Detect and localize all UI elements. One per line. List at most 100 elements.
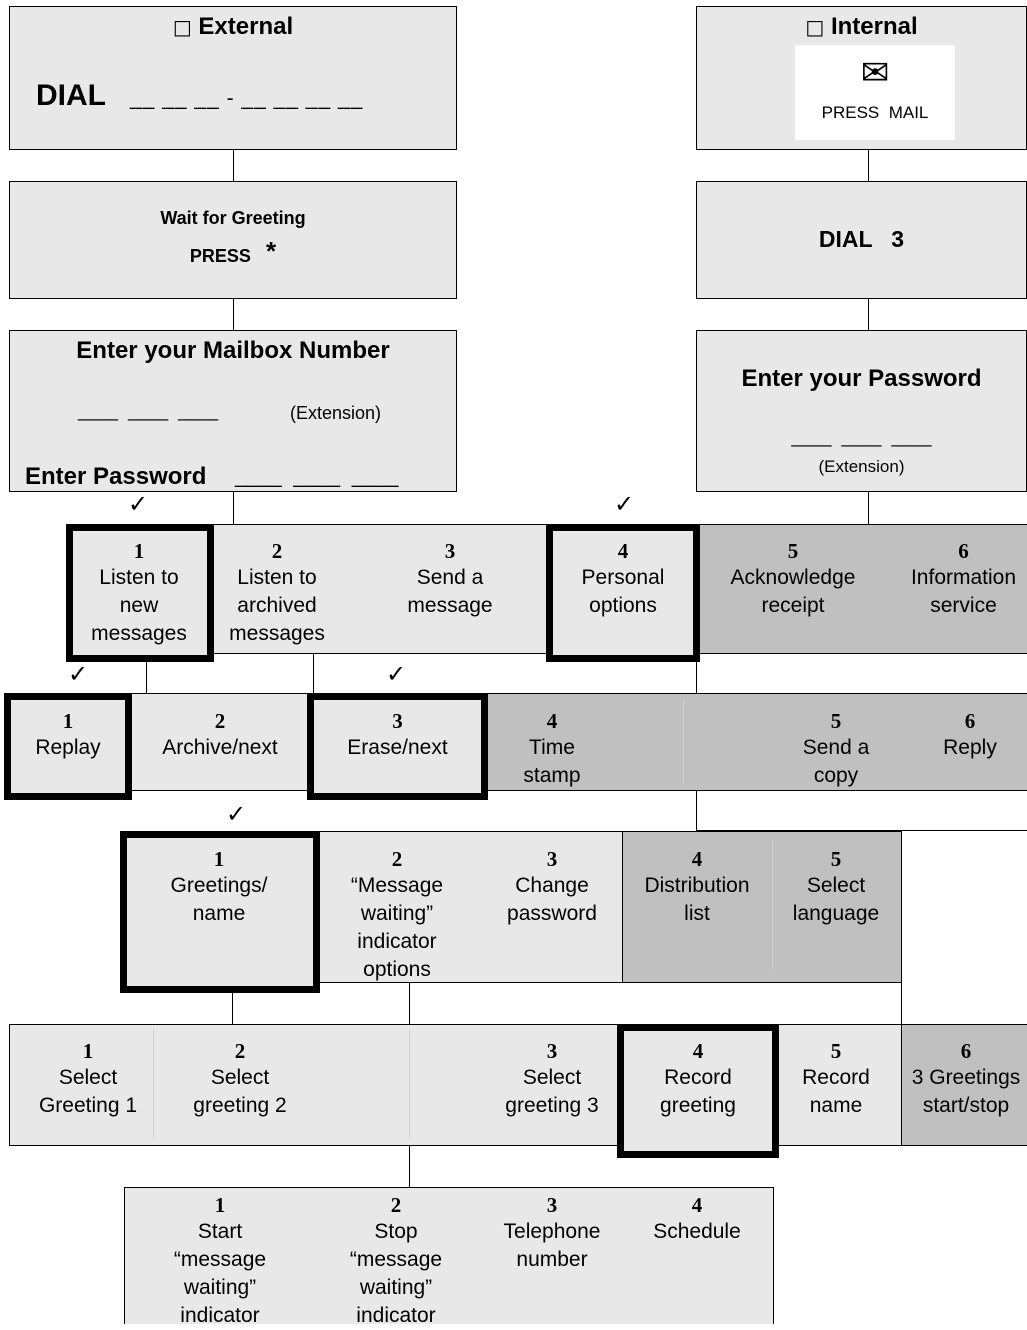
personal-item-greetings-name[interactable]: 1 Greetings/ name: [150, 846, 288, 928]
external-dial-blanks: __ __ __ - __ __ __ __: [130, 87, 364, 110]
listen-item-reply[interactable]: 6 Reply: [920, 708, 1020, 762]
password-blanks: ____ ____ ____: [235, 465, 399, 488]
greetings-menu-dark-region: [901, 1024, 1027, 1146]
connector: [868, 299, 869, 330]
menu-label: Stop “message waiting” indicator: [349, 1220, 443, 1327]
main-menu-item-1-highlight: [66, 524, 214, 662]
connector: [696, 662, 697, 693]
mailbox-number-box: Enter your Mailbox Number ____ ____ ____…: [9, 330, 457, 492]
divider: [153, 1030, 154, 1138]
menu-number: 1: [82, 1039, 94, 1063]
internal-checkbox[interactable]: □: [805, 15, 825, 39]
mailbox-blanks: ____ ____ ____: [78, 401, 219, 421]
wait-greeting-text: Wait for Greeting: [160, 208, 306, 228]
greetings-item-4-highlight: [617, 1024, 779, 1158]
menu-label: Record greeting: [660, 1066, 736, 1117]
menu-number: 4: [691, 1193, 703, 1217]
personal-item-message-waiting[interactable]: 2 “Message waiting” indicator options: [322, 846, 472, 984]
menu-label: Listen to new messages: [91, 566, 187, 645]
dial-3-text: DIAL 3: [818, 226, 905, 252]
connector: [696, 791, 697, 831]
greetings-item-select-3[interactable]: 3 Select greeting 3: [484, 1038, 620, 1120]
connector: [868, 492, 869, 524]
listen-item-3-highlight: [307, 693, 488, 800]
greetings-item-start-stop[interactable]: 6 3 Greetings start/stop: [906, 1038, 1026, 1120]
mail-button-panel[interactable]: ✉ PRESS MAIL: [795, 45, 955, 140]
connector: [409, 1146, 410, 1187]
checkmark-icon: ✓: [614, 490, 635, 518]
menu-number: 4: [546, 709, 558, 733]
connector: [146, 662, 147, 693]
main-menu-item-personal-options[interactable]: 4 Personal options: [560, 538, 686, 620]
dial-3-box: DIAL 3: [696, 181, 1027, 299]
indicator-item-start[interactable]: 1 Start “message waiting” indicator: [150, 1192, 290, 1330]
main-menu-item-send-message[interactable]: 3 Send a message: [398, 538, 502, 620]
menu-number: 3: [546, 1039, 558, 1063]
menu-number: 2: [391, 847, 403, 871]
indicator-item-telephone[interactable]: 3 Telephone number: [486, 1192, 618, 1274]
press-label: PRESS: [189, 246, 251, 266]
checkmark-icon: ✓: [68, 660, 89, 688]
menu-number: 2: [390, 1193, 402, 1217]
external-box: □ External DIAL __ __ __ - __ __ __ __: [9, 6, 457, 150]
menu-number: 4: [691, 847, 703, 871]
greetings-menu-row: [9, 1024, 1027, 1146]
main-menu-item-information[interactable]: 6 Information service: [900, 538, 1027, 620]
personal-item-change-password[interactable]: 3 Change password: [490, 846, 614, 928]
menu-label: Archive/next: [162, 736, 278, 759]
indicator-item-schedule[interactable]: 4 Schedule: [632, 1192, 762, 1246]
menu-number: 5: [830, 847, 842, 871]
main-menu-item-listen-archived[interactable]: 2 Listen to archived messages: [218, 538, 336, 648]
menu-label: Send a message: [407, 566, 493, 617]
menu-label: Select greeting 2: [193, 1066, 287, 1117]
greetings-item-record-greeting[interactable]: 4 Record greeting: [631, 1038, 765, 1120]
listen-item-archive-next[interactable]: 2 Archive/next: [140, 708, 300, 762]
menu-label: Change password: [507, 874, 597, 925]
greetings-item-select-2[interactable]: 2 Select greeting 2: [172, 1038, 308, 1120]
divider: [772, 840, 773, 970]
indicator-item-stop[interactable]: 2 Stop “message waiting” indicator: [326, 1192, 466, 1330]
menu-number: 1: [62, 709, 74, 733]
menu-number: 2: [271, 539, 283, 563]
listen-item-time-stamp[interactable]: 4 Time stamp: [500, 708, 604, 790]
mailbox-extension-label: (Extension): [290, 403, 382, 423]
greetings-item-select-1[interactable]: 1 Select Greeting 1: [20, 1038, 156, 1120]
menu-label: “Message waiting” indicator options: [350, 874, 444, 981]
menu-number: 3: [546, 1193, 558, 1217]
menu-label: Acknowledge receipt: [730, 566, 856, 617]
menu-number: 3: [546, 847, 558, 871]
menu-number: 6: [964, 709, 976, 733]
press-star-line: PRESS *: [10, 236, 456, 269]
menu-number: 4: [617, 539, 629, 563]
main-menu-item-listen-new[interactable]: 1 Listen to new messages: [80, 538, 198, 648]
personal-item-select-language[interactable]: 5 Select language: [776, 846, 896, 928]
indicator-menu-row: [124, 1187, 774, 1324]
mailbox-number-title: Enter your Mailbox Number: [76, 337, 390, 364]
internal-password-blanks: ____ ____ ____: [791, 427, 932, 447]
divider: [683, 700, 684, 784]
menu-label: Listen to archived messages: [229, 566, 325, 645]
checkmark-icon: ✓: [386, 660, 407, 688]
external-title: □ External: [10, 13, 456, 41]
checkmark-icon: ✓: [128, 490, 149, 518]
listen-item-replay[interactable]: 1 Replay: [18, 708, 118, 762]
envelope-icon: ✉: [860, 53, 890, 93]
personal-item-distribution-list[interactable]: 4 Distribution list: [630, 846, 764, 928]
external-checkbox[interactable]: □: [172, 15, 192, 39]
main-menu-item-acknowledge[interactable]: 5 Acknowledge receipt: [710, 538, 876, 620]
main-menu-item-4-highlight: [546, 524, 700, 662]
listen-item-erase-next[interactable]: 3 Erase/next: [321, 708, 474, 762]
menu-label: Greetings/ name: [170, 874, 268, 925]
wait-greeting-box: Wait for Greeting PRESS *: [9, 181, 457, 299]
checkmark-icon: ✓: [226, 800, 247, 828]
greetings-item-record-name[interactable]: 5 Record name: [784, 1038, 888, 1120]
menu-number: 3: [392, 709, 403, 733]
menu-label: Select greeting 3: [505, 1066, 599, 1117]
listen-item-1-highlight: [4, 693, 132, 800]
connector: [868, 150, 869, 181]
personal-item-1-highlight: [120, 831, 320, 993]
menu-label: Telephone number: [503, 1220, 601, 1271]
menu-number: 2: [234, 1039, 246, 1063]
listen-item-send-copy[interactable]: 5 Send a copy: [780, 708, 892, 790]
connector: [901, 983, 902, 1024]
